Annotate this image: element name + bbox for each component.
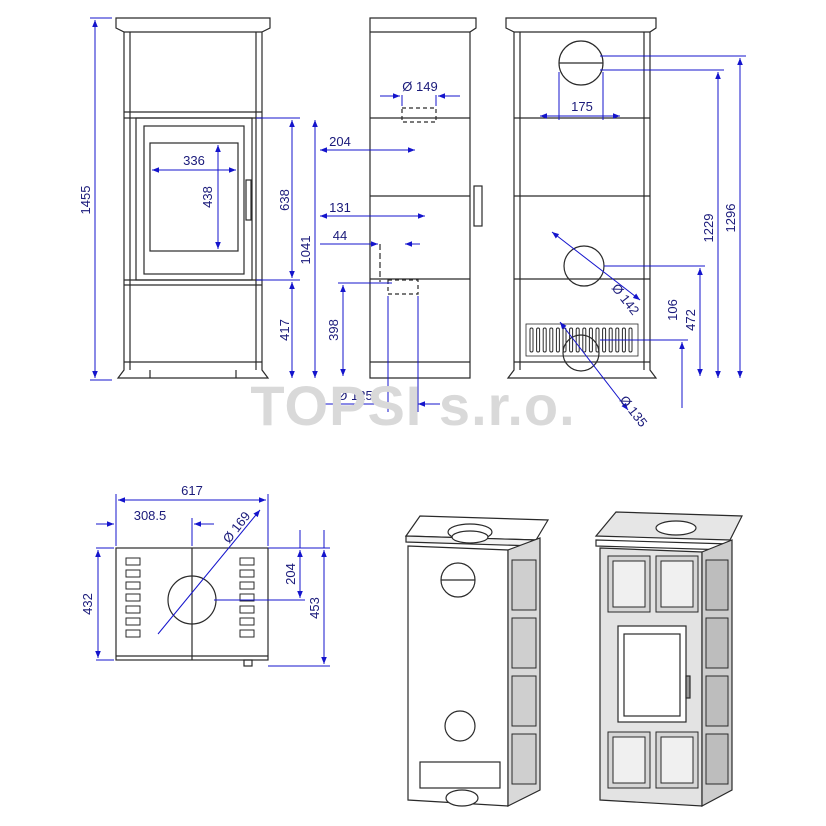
side-air-inlet-height: 398	[326, 319, 341, 341]
front-door-mid: 1041	[298, 236, 313, 265]
top-slot	[125, 569, 141, 578]
vent-slot	[542, 327, 547, 353]
top-slot	[125, 557, 141, 566]
vent-slot	[588, 327, 593, 353]
side-air-inlet-offset: 131	[329, 200, 351, 215]
rear-mid-outlet-dia: Ø 142	[609, 281, 643, 318]
top-slot	[239, 581, 255, 590]
top-slot	[239, 569, 255, 578]
rear-top-outlet-width: 175	[571, 99, 593, 114]
vent-slot	[529, 327, 534, 353]
door-panel-inset	[660, 736, 694, 784]
top-slot	[125, 629, 141, 638]
vent-slot	[569, 327, 574, 353]
door-panel-inset	[612, 560, 646, 608]
top-half-width: 308.5	[134, 508, 167, 523]
vent-slot	[562, 327, 567, 353]
rear-height-top-outlet: 1296	[723, 204, 738, 233]
side-top-outlet-dia: Ø 149	[402, 79, 437, 94]
side-tile	[511, 617, 537, 669]
side-view	[369, 17, 483, 379]
top-slot	[239, 629, 255, 638]
top-view-dimensions	[95, 494, 330, 667]
top-slot	[239, 593, 255, 602]
top-view-slots	[125, 557, 255, 638]
vent-slot	[555, 327, 560, 353]
side-tile	[705, 559, 729, 611]
side-bottom-dia: Ø 125	[337, 388, 372, 403]
top-slot	[239, 605, 255, 614]
front-door-bottom: 417	[277, 319, 292, 341]
rear-view-dimensions	[540, 55, 746, 411]
top-outlet-offset: 204	[283, 563, 298, 585]
watermark: TOPSI s.r.o.	[250, 374, 575, 437]
side-outlet-offset: 204	[329, 134, 351, 149]
front-view-dimensions	[90, 17, 318, 381]
front-view	[115, 17, 271, 379]
vent-slot	[582, 327, 587, 353]
top-slot	[125, 617, 141, 626]
rear-bottom-dia: Ø 135	[617, 393, 651, 430]
side-tile	[705, 733, 729, 785]
top-view	[115, 547, 269, 667]
front-height-total: 1455	[78, 186, 93, 215]
top-slot	[125, 605, 141, 614]
rear-view	[505, 17, 658, 379]
top-slot	[125, 581, 141, 590]
side-tile	[511, 733, 537, 785]
rear-height-mid-outlet: 1229	[701, 214, 716, 243]
side-tile	[511, 559, 537, 611]
top-depth-453: 453	[307, 597, 322, 619]
vent-slot	[575, 327, 580, 353]
side-air-inlet-width: 44	[333, 228, 347, 243]
top-depth-432: 432	[80, 593, 95, 615]
top-slot	[125, 593, 141, 602]
stove-render-front-tiles	[607, 555, 729, 789]
rear-height-lower: 106	[665, 299, 680, 321]
top-slot	[239, 617, 255, 626]
rear-height-472: 472	[683, 309, 698, 331]
stove-render-rear	[404, 515, 550, 807]
door-panel-inset	[612, 736, 646, 784]
front-glass-height: 438	[200, 186, 215, 208]
vent-slot	[549, 327, 554, 353]
top-outlet-dia: Ø 169	[220, 509, 254, 546]
front-glass-width: 336	[183, 153, 205, 168]
side-tile	[705, 675, 729, 727]
side-tile	[511, 675, 537, 727]
stove-render-rear-tiles	[511, 559, 537, 785]
vent-slot	[595, 327, 600, 353]
top-total-width: 617	[181, 483, 203, 498]
front-door-top: 638	[277, 189, 292, 211]
door-panel-inset	[660, 560, 694, 608]
vent-slot	[536, 327, 541, 353]
top-slot	[239, 557, 255, 566]
side-tile	[705, 617, 729, 669]
side-view-dimensions	[320, 93, 460, 412]
